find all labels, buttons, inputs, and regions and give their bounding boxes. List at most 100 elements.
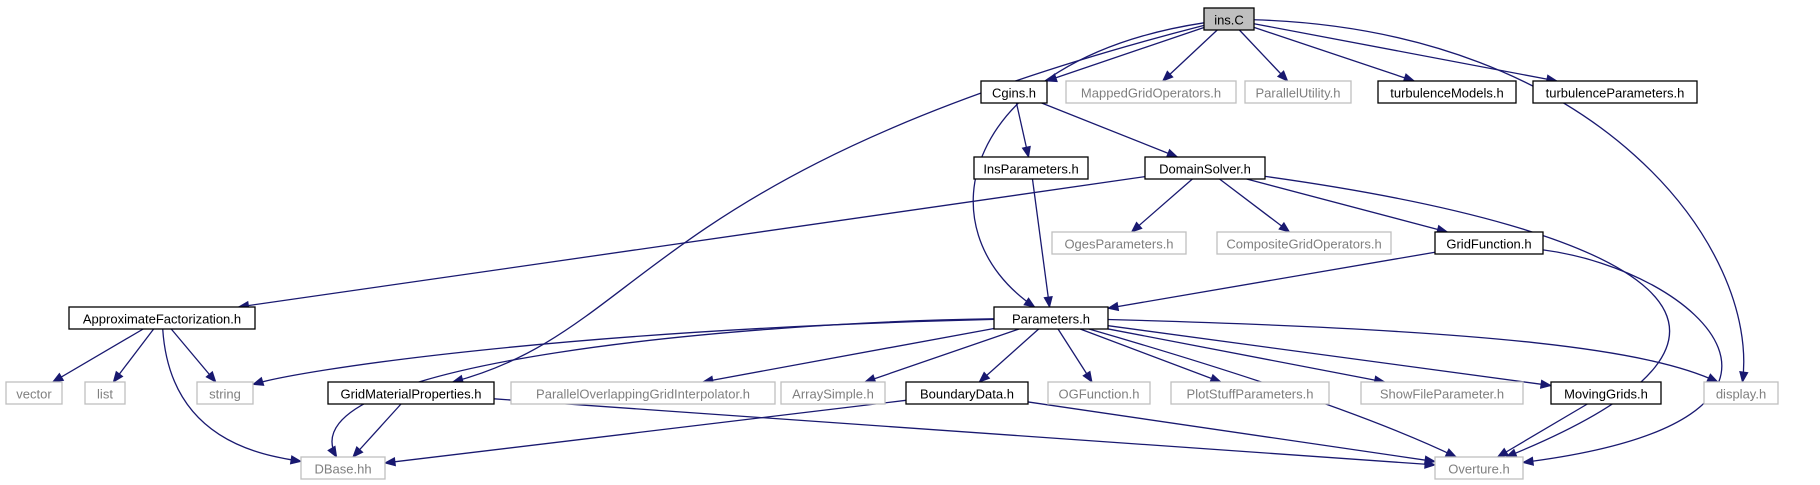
edge-boundaryData-to-overture — [1027, 401, 1436, 463]
edge-parameters-to-showFileParam — [1107, 328, 1385, 383]
edge-domainSolver-to-gridFunction — [1246, 178, 1448, 233]
node-box[interactable] — [993, 306, 1109, 330]
node-box — [1047, 381, 1151, 405]
node-label: Overture.h — [1448, 462, 1509, 477]
node-label: ApproximateFactorization.h — [83, 312, 241, 327]
node-arraySimple: ArraySimple.h — [780, 381, 886, 405]
edge-parameters-to-plotStuffParams — [1079, 328, 1222, 383]
arrowhead-cgins-to-domainSolver — [1165, 148, 1179, 158]
arrowhead-domainSolver-to-ogesParams — [1130, 221, 1143, 233]
node-box[interactable] — [1144, 156, 1266, 180]
node-box — [1244, 80, 1352, 104]
arrowhead-gridFunction-to-overture — [1521, 456, 1535, 466]
node-box — [1170, 381, 1330, 405]
edge-insC-to-parameters — [972, 22, 1205, 308]
node-ogesParams: OgesParameters.h — [1051, 231, 1187, 255]
arrowhead-parameters-to-dbase — [327, 445, 338, 459]
arrowhead-movingGrids-to-overture — [1496, 447, 1510, 458]
edge-parameters-to-movingGrids — [1107, 325, 1552, 387]
arrowhead-approxFact-to-vector — [51, 372, 65, 383]
edge-parameters-to-arraySimple — [864, 328, 1020, 383]
node-label: DomainSolver.h — [1159, 162, 1251, 177]
node-showFileParam: ShowFileParameter.h — [1360, 381, 1524, 405]
arrowhead-approxFact-to-list — [112, 370, 124, 384]
arrowhead-gridMatProps-to-dbase — [352, 446, 364, 458]
node-box — [84, 381, 126, 405]
node-label: ins.C — [1214, 13, 1244, 28]
node-domainSolver[interactable]: DomainSolver.h — [1144, 156, 1266, 180]
node-box[interactable] — [1532, 80, 1698, 104]
node-label: GridMaterialProperties.h — [341, 387, 482, 402]
node-box — [196, 381, 254, 405]
node-parameters[interactable]: Parameters.h — [993, 306, 1109, 330]
node-box[interactable] — [905, 381, 1029, 405]
node-mappedGridOps: MappedGridOperators.h — [1065, 80, 1237, 104]
node-box[interactable] — [1434, 231, 1544, 255]
arrowhead-parameters-to-string — [251, 376, 265, 386]
node-insC: ins.C — [1203, 7, 1255, 31]
node-boundaryData[interactable]: BoundaryData.h — [905, 381, 1029, 405]
arrowhead-insC-to-cgins — [1045, 73, 1058, 83]
node-box — [1203, 7, 1255, 31]
edge-domainSolver-to-overture — [1264, 175, 1671, 458]
node-display: display.h — [1703, 381, 1779, 405]
arrowhead-gridFunction-to-parameters — [1106, 301, 1120, 312]
node-box — [1360, 381, 1524, 405]
node-box[interactable] — [973, 156, 1089, 180]
node-box[interactable] — [1550, 381, 1662, 405]
arrowhead-insC-to-mappedGridOps — [1161, 70, 1174, 82]
arrowhead-approxFact-to-string — [205, 370, 217, 384]
node-insParams[interactable]: InsParameters.h — [973, 156, 1089, 180]
node-box[interactable] — [327, 381, 495, 405]
arrowhead-parameters-to-plotStuffParams — [1209, 373, 1223, 383]
node-parallelUtility: ParallelUtility.h — [1244, 80, 1352, 104]
node-gridMatProps[interactable]: GridMaterialProperties.h — [327, 381, 495, 405]
edge-parameters-to-overture — [1088, 328, 1457, 458]
arrowhead-insC-to-parameters — [1023, 297, 1036, 308]
edge-insC-to-cgins — [1046, 26, 1205, 82]
node-gridFunction[interactable]: GridFunction.h — [1434, 231, 1544, 255]
edge-gridMatProps-to-dbase — [352, 403, 402, 458]
node-movingGrids[interactable]: MovingGrids.h — [1550, 381, 1662, 405]
node-box — [1216, 231, 1392, 255]
node-dbase: DBase.hh — [300, 456, 386, 480]
node-turbModels[interactable]: turbulenceModels.h — [1377, 80, 1517, 104]
node-label: BoundaryData.h — [920, 387, 1014, 402]
edge-domainSolver-to-ogesParams — [1131, 178, 1193, 233]
node-label: CompositeGridOperators.h — [1226, 237, 1381, 252]
node-label: DBase.hh — [314, 462, 371, 477]
node-list: list — [84, 381, 126, 405]
edge-gridFunction-to-parameters — [1107, 251, 1436, 309]
node-label: MappedGridOperators.h — [1081, 86, 1221, 101]
node-vector: vector — [5, 381, 63, 405]
node-ogFunction: OGFunction.h — [1047, 381, 1151, 405]
edge-movingGrids-to-overture — [1497, 403, 1588, 458]
node-box[interactable] — [68, 306, 256, 330]
node-box — [1051, 231, 1187, 255]
edge-insC-to-turbModels — [1253, 26, 1415, 82]
arrowhead-parameters-to-ogFunction — [1082, 370, 1093, 384]
arrowhead-insParams-to-parameters — [1043, 295, 1053, 309]
edge-insC-to-turbParams — [1253, 23, 1557, 82]
node-cgins[interactable]: Cgins.h — [980, 80, 1048, 104]
edge-approxFact-to-vector — [52, 328, 144, 383]
node-plotStuffParams: PlotStuffParameters.h — [1170, 381, 1330, 405]
node-label: ArraySimple.h — [792, 387, 874, 402]
node-box — [510, 381, 776, 405]
node-string: string — [196, 381, 254, 405]
node-overture: Overture.h — [1434, 456, 1524, 480]
edge-insC-to-parallelUtility — [1238, 29, 1289, 82]
node-turbParams[interactable]: turbulenceParameters.h — [1532, 80, 1698, 104]
arrowhead-parameters-to-display — [1706, 373, 1719, 383]
edge-approxFact-to-string — [170, 328, 217, 383]
node-parallelOGI: ParallelOverlappingGridInterpolator.h — [510, 381, 776, 405]
node-box — [1065, 80, 1237, 104]
arrowhead-insC-to-display — [1739, 370, 1749, 384]
edge-insC-to-display — [1253, 19, 1745, 383]
node-label: OGFunction.h — [1059, 387, 1140, 402]
node-box[interactable] — [980, 80, 1048, 104]
node-approxFact[interactable]: ApproximateFactorization.h — [68, 306, 256, 330]
arrowhead-parameters-to-boundaryData — [978, 371, 991, 383]
node-box[interactable] — [1377, 80, 1517, 104]
